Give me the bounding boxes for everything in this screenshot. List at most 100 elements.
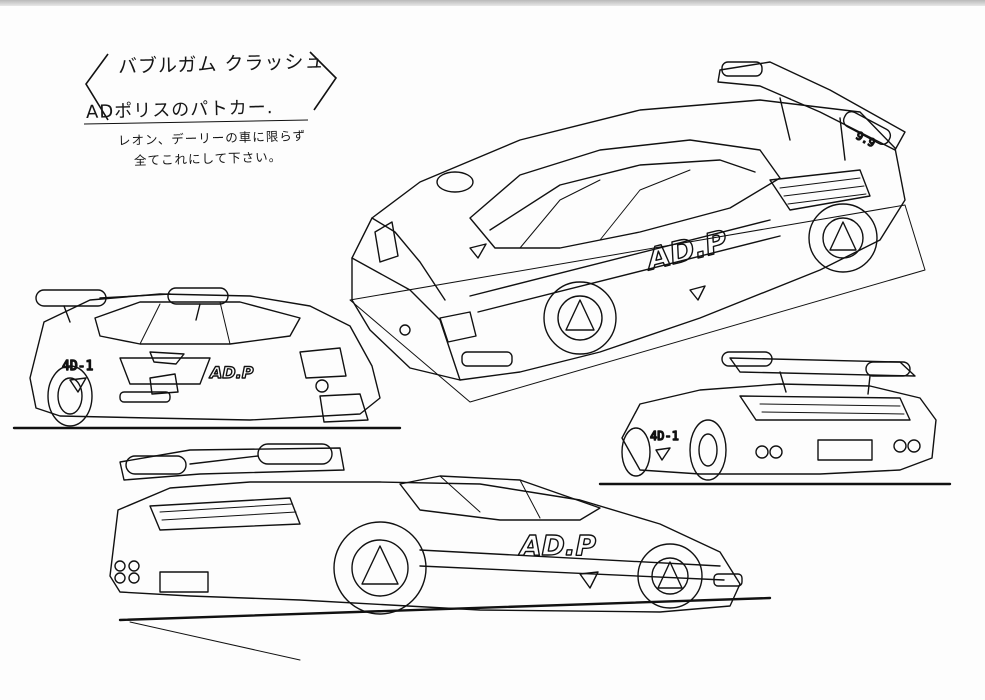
body-outline-bottom [109, 481, 741, 613]
wheel-front-rear [621, 427, 651, 477]
lightbar-left-top [721, 61, 763, 77]
lightbar-arm-bottom [189, 455, 259, 465]
rear-wing-rear [729, 357, 916, 377]
rim-left-front [57, 377, 83, 415]
side-intake-top [769, 169, 871, 211]
front-light-bottom [713, 573, 743, 587]
canopy-strut-1 [519, 179, 601, 249]
lightbar-struts-front [63, 303, 201, 323]
body-outline-rear [621, 383, 937, 475]
lightbar-right-front [167, 287, 229, 305]
wing-struts-rear [779, 371, 871, 395]
front-rim-top [557, 295, 603, 341]
tail-light-left-1 [755, 445, 769, 459]
stripe-top-1 [469, 219, 771, 297]
front-edge-top [351, 257, 461, 381]
canopy-top [469, 139, 781, 249]
tow-hook-front [315, 379, 329, 393]
lightbar-right-bottom [257, 443, 333, 465]
stripe-bottom-2 [419, 565, 725, 581]
rear-deck-bottom [149, 497, 301, 531]
rear-wheel-top [808, 203, 878, 273]
wheel-left-front [47, 365, 93, 427]
rear-hub-top [829, 221, 857, 251]
tail-light-bottom-2 [128, 560, 140, 572]
wheel-back-rear [689, 419, 727, 481]
car-view-bottom: AD.P [109, 443, 772, 661]
lightbar-left-bottom [125, 455, 187, 475]
side-badge-front [69, 377, 87, 393]
unit-number-top: 9.9 [854, 129, 878, 150]
headlight-right-top [439, 311, 477, 343]
rear-wing-bottom [119, 447, 345, 481]
canopy-frame-top [489, 159, 756, 231]
front-hub-bottom [657, 561, 683, 589]
grille-front [119, 357, 211, 385]
rim-back-rear [698, 433, 718, 467]
lightbar-right-top [842, 110, 892, 146]
front-wheel-bottom [637, 543, 703, 609]
headlight-right-front [299, 347, 347, 379]
lightbar-left-rear [721, 351, 773, 367]
canopy-strut-2 [599, 169, 691, 241]
windscreen-front [94, 301, 301, 345]
deck-louvers-bottom [159, 503, 297, 521]
intake-slats-top [779, 177, 867, 205]
rear-rim-top [822, 217, 864, 259]
rear-deck-rear [739, 395, 911, 421]
tail-light-right-1 [893, 439, 907, 453]
door-logo-top: AD.P [642, 224, 732, 278]
tail-light-left-2 [769, 445, 783, 459]
side-badge-rear [655, 447, 671, 461]
stripe-top-2 [477, 235, 781, 313]
license-plate-rear [817, 439, 873, 461]
badge-top [689, 285, 706, 301]
car-view-top: AD.P 9.9 [349, 61, 926, 403]
tail-light-bottom-1 [114, 560, 126, 572]
wing-strut-top-2 [839, 117, 846, 161]
nose-vent-front [149, 351, 185, 365]
front-rim-bottom [651, 557, 689, 595]
wing-strut-top-1 [779, 97, 791, 141]
door-logo-bottom: AD.P [518, 529, 597, 562]
hood-logo-front: AD.P [208, 363, 254, 382]
tail-light-bottom-4 [128, 572, 140, 584]
badge-bottom [579, 571, 599, 589]
rear-rim-bottom [351, 539, 409, 597]
license-plate-bottom [159, 571, 209, 593]
rear-hub-bottom [361, 545, 399, 585]
mirror-top [436, 171, 474, 193]
lightbar-arm-front [99, 293, 171, 299]
windscreen-frame-front [139, 301, 231, 345]
canopy-bottom [399, 475, 601, 521]
bumper-light-front [119, 391, 171, 403]
scan-edge [0, 0, 985, 6]
lightbar-left-front [35, 289, 107, 307]
notes-block: バブルガム クラッシュ ADポリスのパトカー. レオン、デーリーの車に限らず 全… [78, 44, 348, 174]
headlight-left-top [374, 221, 399, 263]
notes-bracket [83, 51, 338, 125]
ground-shadow-bottom [129, 621, 301, 661]
car-view-front: AD.P 4D-1 [12, 287, 402, 430]
side-number-rear: 4D-1 [650, 429, 679, 443]
tow-hook-top [399, 324, 411, 336]
bumper-lights-top [461, 351, 513, 367]
body-outline-front [29, 293, 381, 421]
car-view-rear: 4D-1 [598, 351, 952, 486]
body-outline-top [351, 99, 906, 381]
ground-line-bottom [118, 596, 772, 622]
ground-plane-top [349, 204, 926, 403]
front-wheel-top [543, 281, 617, 355]
hood-badge-top [469, 243, 487, 259]
front-hub-top [565, 299, 595, 331]
tail-light-bottom-3 [114, 572, 126, 584]
front-crease-top [371, 217, 446, 301]
rear-wing-top [717, 61, 906, 151]
headlight-left-front [149, 373, 179, 395]
wheel-right-front [319, 393, 369, 423]
lightbar-right-rear [865, 361, 911, 377]
canopy-frame-bottom [439, 475, 541, 519]
deck-louvers-rear [759, 403, 905, 415]
